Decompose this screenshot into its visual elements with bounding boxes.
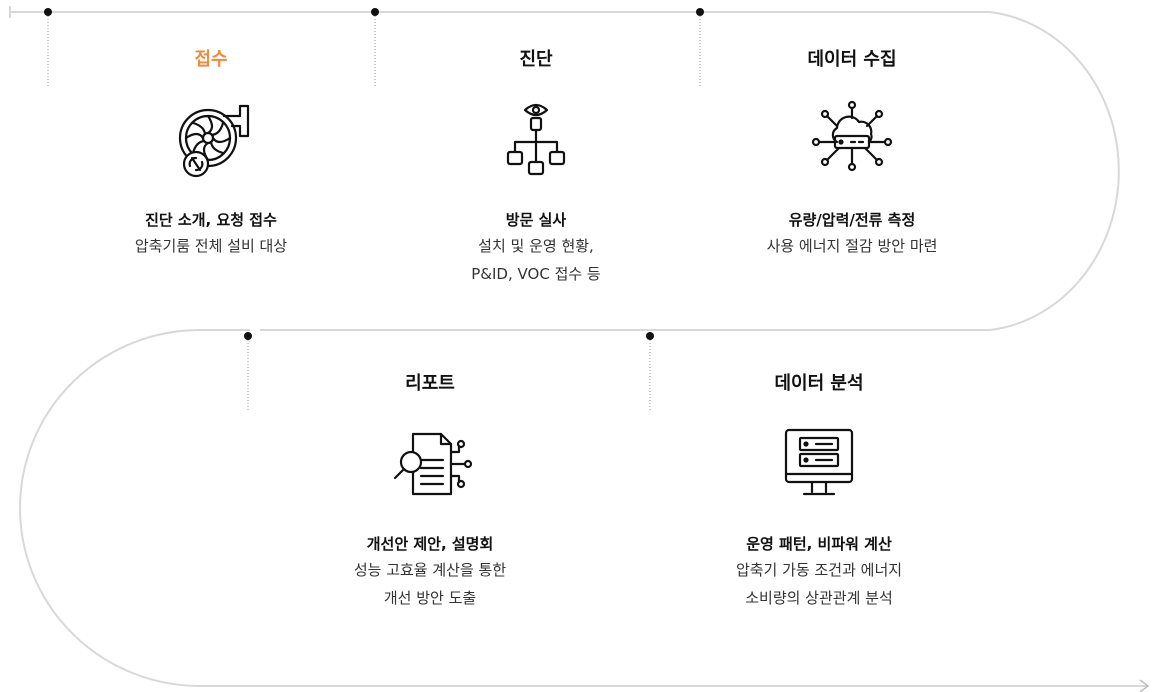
step-headline: 개선안 제안, 설명회 xyxy=(366,535,494,553)
eye-hierarchy-icon xyxy=(506,103,566,176)
step-desc-line: 압축기 가동 조건과 에너지 xyxy=(735,561,903,579)
step-title: 데이터 분석 xyxy=(774,373,864,394)
step-headline: 운영 패턴, 비파워 계산 xyxy=(746,535,892,553)
arrow-end-icon xyxy=(1139,679,1150,692)
step-headline: 유량/압력/전류 측정 xyxy=(788,211,916,229)
step-title: 접수 xyxy=(194,49,228,70)
step-title: 리포트 xyxy=(405,373,455,394)
monitor-server-icon xyxy=(784,428,854,496)
step-desc-line: 압축기룸 전체 설비 대상 xyxy=(134,237,288,255)
step-title: 진단 xyxy=(519,49,553,70)
step-desc-line: 설치 및 운영 현황, xyxy=(478,237,594,255)
step-diagnosis: 진단 방문 실사 설치 및 운영 현황, P&ID, VOC 접수 등 xyxy=(386,48,686,288)
step-desc-line: 성능 고효율 계산을 통한 xyxy=(353,561,507,579)
step-headline: 방문 실사 xyxy=(505,211,567,229)
marker-dot xyxy=(44,8,52,86)
step-headline: 진단 소개, 요청 접수 xyxy=(145,211,277,229)
step-desc-line: 사용 에너지 절감 방안 마련 xyxy=(766,237,938,255)
step-receipt: 접수 진단 소개, 요청 접수 압축기룸 전체 설비 대상 xyxy=(61,48,361,260)
document-magnifier-icon xyxy=(393,432,473,496)
turbo-compressor-wrench-icon xyxy=(178,104,250,178)
step-desc-line: 소비량의 상관관계 분석 xyxy=(745,589,893,607)
marker-dot xyxy=(371,8,379,86)
cloud-server-network-icon xyxy=(811,100,893,172)
step-data-collection: 데이터 수집 유량/압력/전류 측정 사용 에너지 절감 방안 마련 xyxy=(702,48,1002,260)
step-desc-line: P&ID, VOC 접수 등 xyxy=(471,265,601,283)
step-data-analysis: 데이터 분석 운영 패턴, 비파워 계산 압축기 가동 조건과 에너지 소비량의… xyxy=(669,372,969,612)
step-desc-line: 개선 방안 도출 xyxy=(383,589,477,607)
step-title: 데이터 수집 xyxy=(807,49,897,70)
step-report: 리포트 개선안 제안, 설명회 성능 고효율 계산을 통한 개선 방안 도출 xyxy=(280,372,580,612)
marker-dot xyxy=(696,8,704,86)
marker-dot xyxy=(646,332,654,410)
marker-dot xyxy=(244,332,252,410)
